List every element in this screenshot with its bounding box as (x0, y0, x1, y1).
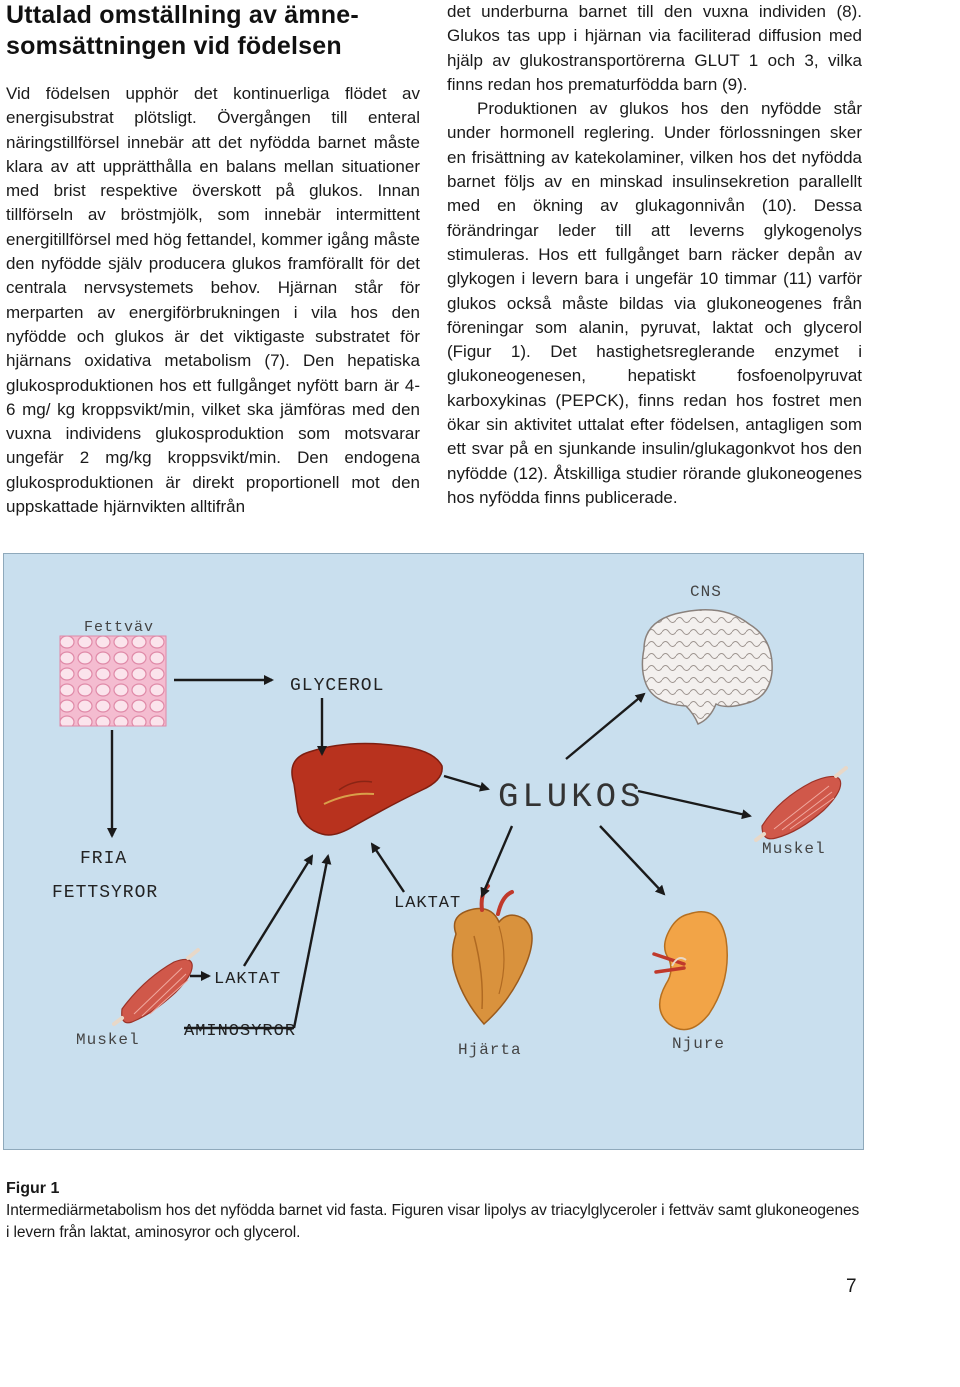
arrow-glukos-to-brain (565, 692, 646, 760)
arrow-glukos-to-kidney (599, 825, 666, 896)
arrow-aminosyror-to-liver (292, 854, 332, 1029)
arrow-glukos-to-muscle (637, 789, 752, 820)
label-fria: FRIA (80, 849, 127, 869)
figure-1-diagram: Fettväv CNS GLYCEROL GLUKOS Muskel FRIA … (3, 553, 864, 1150)
label-njure: Njure (672, 1035, 725, 1053)
heart-icon (451, 884, 533, 1026)
label-fettsyror: FETTSYROR (52, 883, 158, 903)
arrow-heart-laktat-to-liver (370, 842, 405, 893)
arrow-liver-to-glukos (443, 774, 490, 792)
right-column: det underburna barnet till den vuxna ind… (447, 0, 862, 510)
caption-title: Figur 1 (6, 1180, 60, 1197)
caption-text: Intermediärmetabolism hos det nyfödda ba… (6, 1202, 860, 1241)
label-laktat-muscle: LAKTAT (214, 970, 281, 989)
figure-caption: Figur 1 Intermediärmetabolism hos det ny… (6, 1178, 862, 1244)
label-cns: CNS (690, 583, 722, 601)
muscle-right-icon (754, 766, 848, 842)
arrow-laktat-to-liver (242, 854, 314, 967)
liver-icon (291, 742, 443, 836)
label-glycerol: GLYCEROL (290, 676, 384, 696)
diagram-arrows (107, 675, 752, 1030)
label-muskel-right: Muskel (762, 840, 826, 858)
heading-line-1: Uttalad omställning av ämne- (6, 1, 359, 29)
page-number: 7 (846, 1276, 857, 1297)
arrow-glukos-to-heart (480, 825, 514, 898)
muscle-left-icon (112, 948, 200, 1026)
label-fettvav: Fettväv (84, 619, 154, 636)
left-column-paragraph: Vid födelsen upphör det kontinuerliga fl… (6, 84, 420, 517)
kidney-icon (652, 911, 728, 1031)
heading-line-2: somsättningen vid födelsen (6, 32, 342, 60)
label-aminosyror: AMINOSYROR (184, 1022, 296, 1041)
label-glukos: GLUKOS (498, 779, 644, 817)
label-laktat-heart: LAKTAT (394, 894, 461, 913)
right-column-paragraph-1: det underburna barnet till den vuxna ind… (447, 2, 862, 94)
brain-icon (641, 609, 773, 725)
section-heading: Uttalad omställning av ämne- somsättning… (6, 0, 420, 62)
label-muskel-left: Muskel (76, 1031, 140, 1049)
adipose-tissue-icon (59, 635, 167, 727)
right-column-paragraph-2: Produktionen av glukos hos den nyfödde s… (447, 99, 862, 507)
label-hjarta: Hjärta (458, 1041, 522, 1059)
left-column: Uttalad omställning av ämne- somsättning… (6, 0, 420, 519)
metabolism-diagram: Fettväv CNS GLYCEROL GLUKOS Muskel FRIA … (52, 583, 848, 1059)
